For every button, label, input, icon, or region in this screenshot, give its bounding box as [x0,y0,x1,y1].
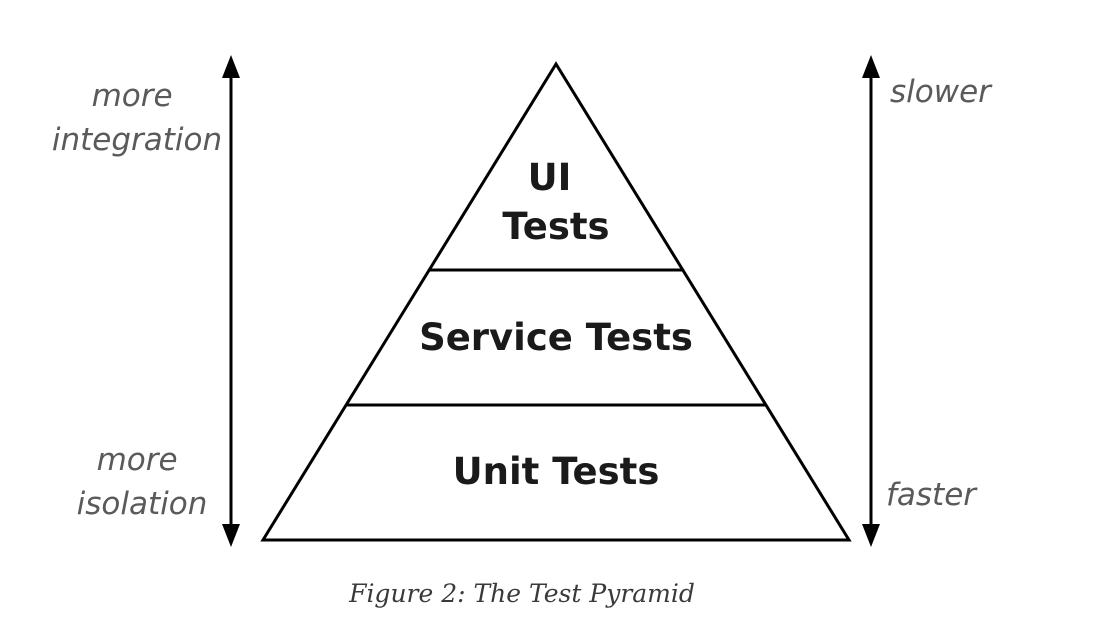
faster-label: faster [886,477,978,513]
pyramid: UI Tests Service Tests Unit Tests [260,61,852,542]
slower-label: slower [890,74,993,110]
right-arrow [862,55,880,547]
service-tests-label: Service Tests [419,316,693,359]
pyramid-outline [260,61,852,542]
left-arrow [222,55,240,547]
unit-tests-label: Unit Tests [453,450,660,493]
more-integration-label: more integration [52,78,222,158]
more-isolation-label: more isolation [77,442,208,522]
figure-caption: Figure 2: The Test Pyramid [348,579,695,608]
ui-tests-label: UI Tests [502,156,609,248]
